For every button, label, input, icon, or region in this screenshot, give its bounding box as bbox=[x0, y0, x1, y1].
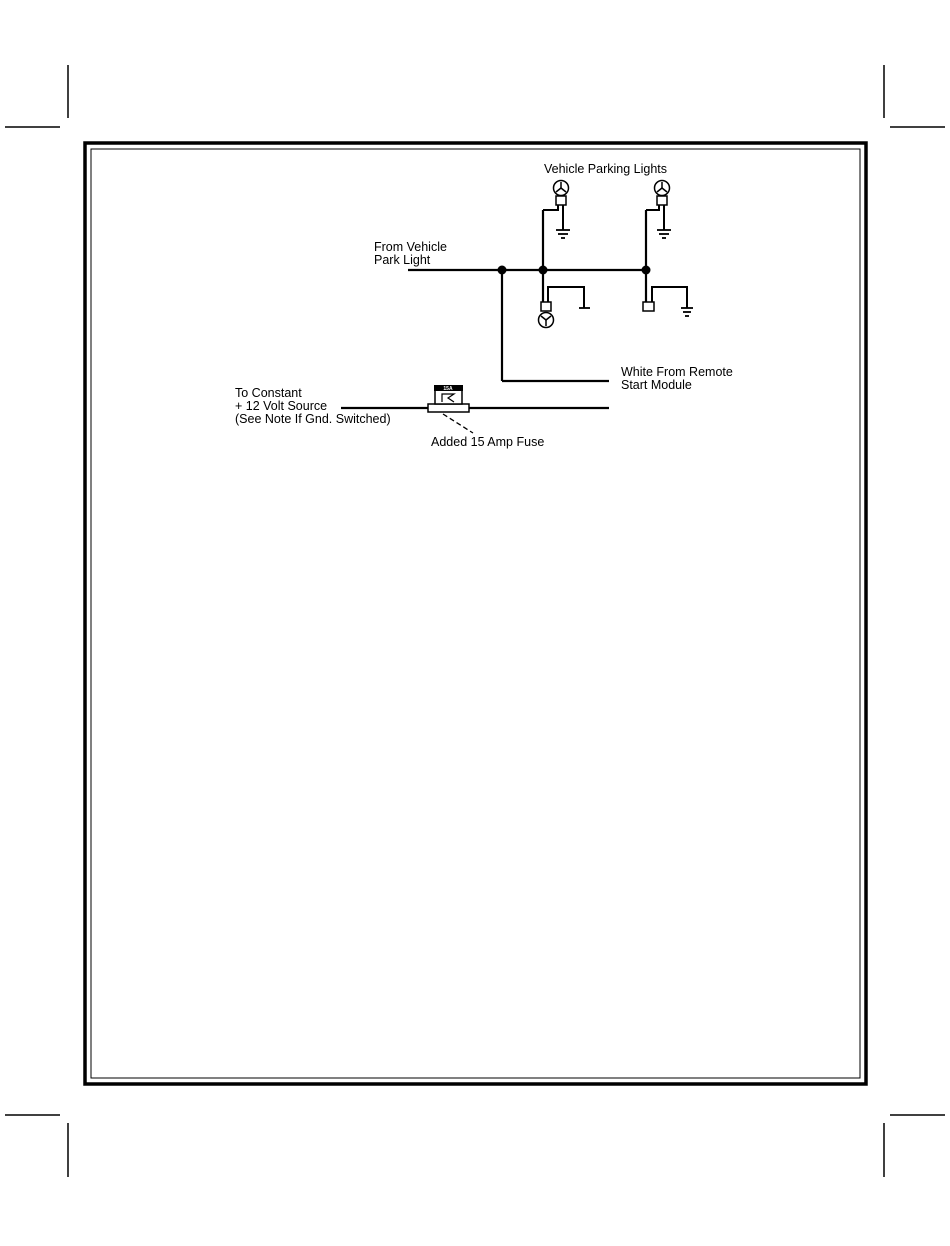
crop-marks bbox=[5, 65, 945, 1177]
parking-lights-label: Vehicle Parking Lights bbox=[544, 162, 667, 176]
volt-source-label: + 12 Volt Source bbox=[235, 399, 327, 413]
fuse-rating-label: 15A bbox=[443, 386, 453, 392]
park-light-label: Park Light bbox=[374, 253, 431, 267]
ground-switched-note: (See Note If Gnd. Switched) bbox=[235, 412, 391, 426]
lamp-socket-icon bbox=[643, 287, 687, 311]
parking-light-bulb-icon bbox=[646, 181, 670, 231]
ground-icon bbox=[657, 230, 671, 238]
ground-icon bbox=[556, 230, 570, 238]
added-fuse-label: Added 15 Amp Fuse bbox=[431, 435, 544, 449]
page-frame bbox=[85, 143, 866, 1084]
ground-icon bbox=[681, 308, 693, 316]
white-remote-label: White From Remote bbox=[621, 365, 733, 379]
from-vehicle-label: From Vehicle bbox=[374, 240, 447, 254]
parking-light-bulb-icon bbox=[539, 287, 591, 328]
constant-source-label: To Constant bbox=[235, 386, 302, 400]
fuse-icon bbox=[428, 385, 473, 433]
parking-light-bulb-icon bbox=[543, 181, 569, 231]
start-module-label: Start Module bbox=[621, 378, 692, 392]
